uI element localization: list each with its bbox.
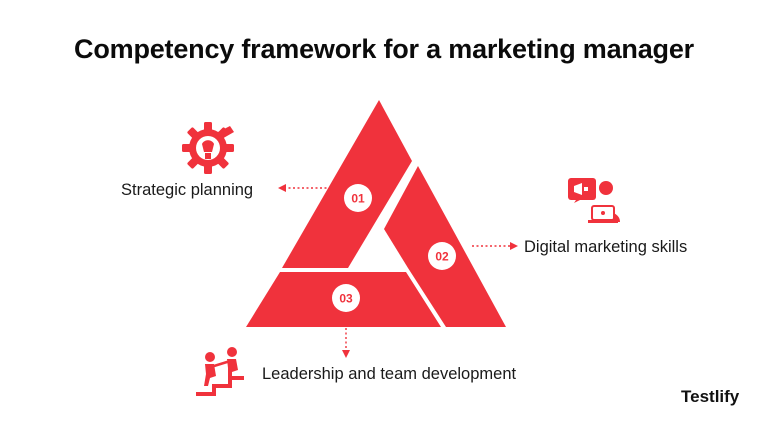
people-climbing-stairs-icon xyxy=(196,347,244,396)
connector-02 xyxy=(472,242,518,250)
page-title: Competency framework for a marketing man… xyxy=(74,34,694,64)
segment-01-number: 01 xyxy=(351,192,365,206)
segment-01-shape xyxy=(282,100,412,268)
label-strategic-planning: Strategic planning xyxy=(121,181,254,199)
brand-logo: Testlify xyxy=(681,387,740,406)
label-digital-marketing-skills: Digital marketing skills xyxy=(524,238,688,256)
connector-03 xyxy=(342,328,350,358)
gear-hand-icon xyxy=(182,122,234,174)
megaphone-person-laptop-icon xyxy=(568,178,620,223)
segment-03-number: 03 xyxy=(339,292,353,306)
label-leadership-team-development: Leadership and team development xyxy=(262,365,517,383)
segment-02-badge: 02 xyxy=(428,242,456,270)
segment-01-badge: 01 xyxy=(344,184,372,212)
segment-03-badge: 03 xyxy=(332,284,360,312)
segment-02-number: 02 xyxy=(435,250,449,264)
connector-01 xyxy=(278,184,340,192)
